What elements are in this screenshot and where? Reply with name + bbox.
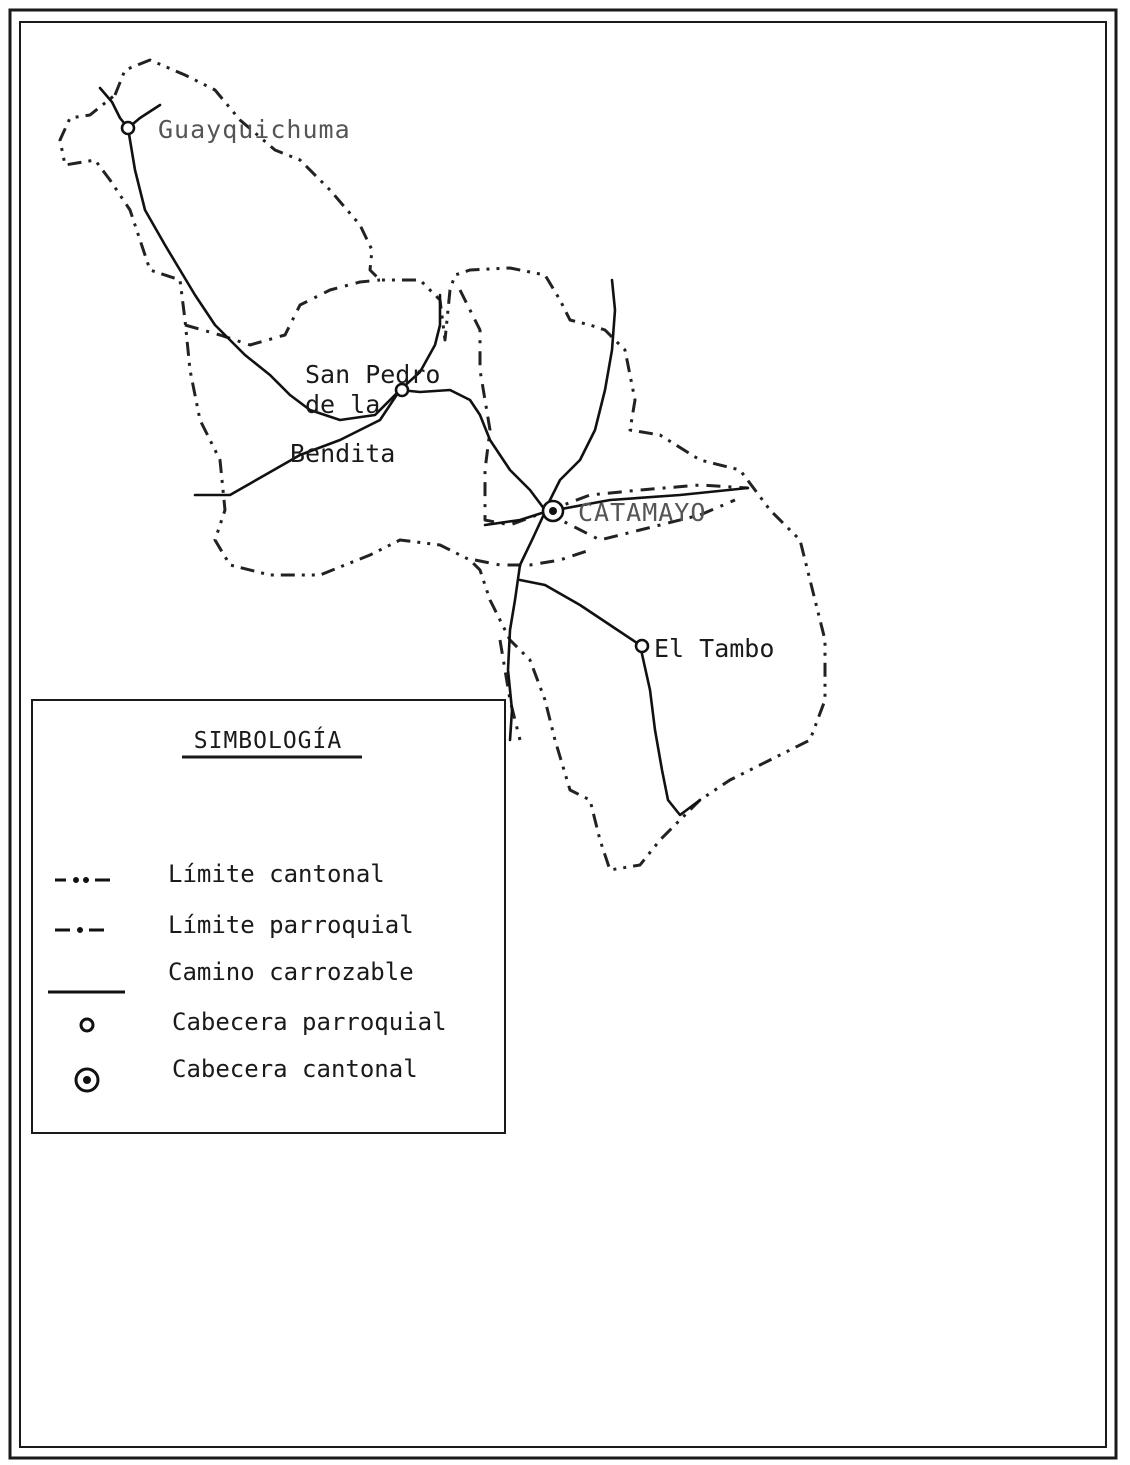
- legend-symbol-canton-seat-icon: [74, 1067, 100, 1093]
- legend-label-road: Camino carrozable: [168, 958, 414, 986]
- roads: [98, 86, 750, 817]
- label-guayquichuma: Guayquichuma: [158, 115, 351, 144]
- legend-symbol-canton-limit: [55, 877, 110, 883]
- map-frame: [8, 8, 1118, 1460]
- legend-box: [31, 699, 506, 1134]
- label-san-pedro-2: de la: [305, 390, 380, 419]
- label-san-pedro-3: Bendita: [290, 439, 395, 468]
- legend-label-parish-limit: Límite parroquial: [168, 911, 414, 939]
- label-el-tambo: El Tambo: [654, 634, 774, 663]
- el-tambo-marker: [634, 638, 650, 654]
- legend-label-canton-seat: Cabecera cantonal: [172, 1055, 418, 1083]
- san-pedro-marker: [394, 382, 410, 398]
- legend-title: SIMBOLOGÍA: [194, 726, 342, 754]
- legend: SIMBOLOGÍA Límite cantonal Límite parroq…: [31, 699, 506, 1134]
- canton-boundary: [58, 58, 827, 872]
- label-san-pedro-1: San Pedro: [305, 360, 440, 389]
- legend-symbol-parish-seat-icon: [79, 1017, 95, 1033]
- guayquichuma-marker: [120, 120, 136, 136]
- catamayo-marker: [541, 499, 565, 523]
- label-catamayo: CATAMAYO: [578, 498, 706, 527]
- legend-label-parish-seat: Cabecera parroquial: [172, 1008, 447, 1036]
- legend-symbol-parish-limit: [55, 927, 104, 933]
- legend-label-canton-limit: Límite cantonal: [168, 860, 385, 888]
